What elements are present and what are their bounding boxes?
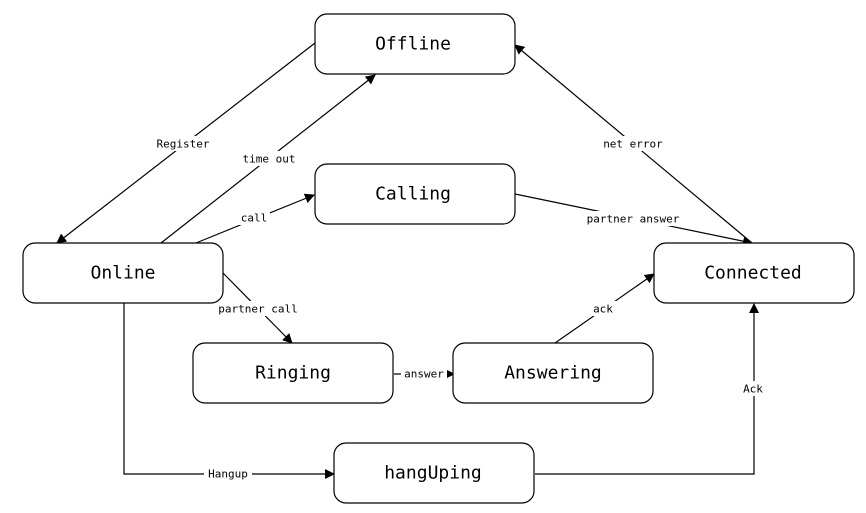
state-connected: Connected <box>653 242 855 304</box>
state-answering-label: Answering <box>504 363 602 384</box>
edge-label-partner-answer-text: partner answer <box>587 213 680 226</box>
edge-label-call: call <box>238 210 270 225</box>
state-answering: Answering <box>452 342 654 404</box>
edge-label-partner-call: partner call <box>214 301 302 316</box>
state-offline-label: Offline <box>375 34 451 55</box>
edge-label-ack-lower-text: ack <box>593 303 613 316</box>
edge-label-partner-call-text: partner call <box>218 303 297 316</box>
state-calling-label: Calling <box>375 184 451 205</box>
state-connected-label: Connected <box>704 263 802 284</box>
edge-ack-upper <box>535 303 759 475</box>
edge-hangup <box>123 303 335 479</box>
edge-label-net-error-text: net error <box>603 138 663 151</box>
state-offline: Offline <box>314 13 516 75</box>
edge-label-answer: answer <box>401 366 447 381</box>
edge-label-ack-lower: ack <box>590 301 616 316</box>
state-ringing: Ringing <box>192 342 394 404</box>
state-hanguping-label: hangUping <box>384 463 482 484</box>
edge-label-call-text: call <box>241 212 268 225</box>
edge-label-ack-upper: Ack <box>740 381 766 396</box>
edge-label-partner-answer: partner answer <box>581 211 685 226</box>
edge-label-time-out-text: time out <box>243 153 296 166</box>
edge-label-ack-upper-text: Ack <box>743 383 763 396</box>
edge-label-time-out: time out <box>238 151 300 166</box>
state-calling: Calling <box>314 163 516 225</box>
edge-label-net-error: net error <box>599 136 667 151</box>
edge-label-register: Register <box>153 136 213 151</box>
state-ringing-label: Ringing <box>255 363 331 384</box>
edge-label-hangup: Hangup <box>204 466 252 481</box>
edge-label-register-text: Register <box>157 138 210 151</box>
edge-label-answer-text: answer <box>404 368 444 381</box>
state-online-label: Online <box>90 263 155 284</box>
state-hanguping: hangUping <box>333 442 535 504</box>
state-online: Online <box>22 242 224 304</box>
edge-label-hangup-text: Hangup <box>208 468 248 481</box>
